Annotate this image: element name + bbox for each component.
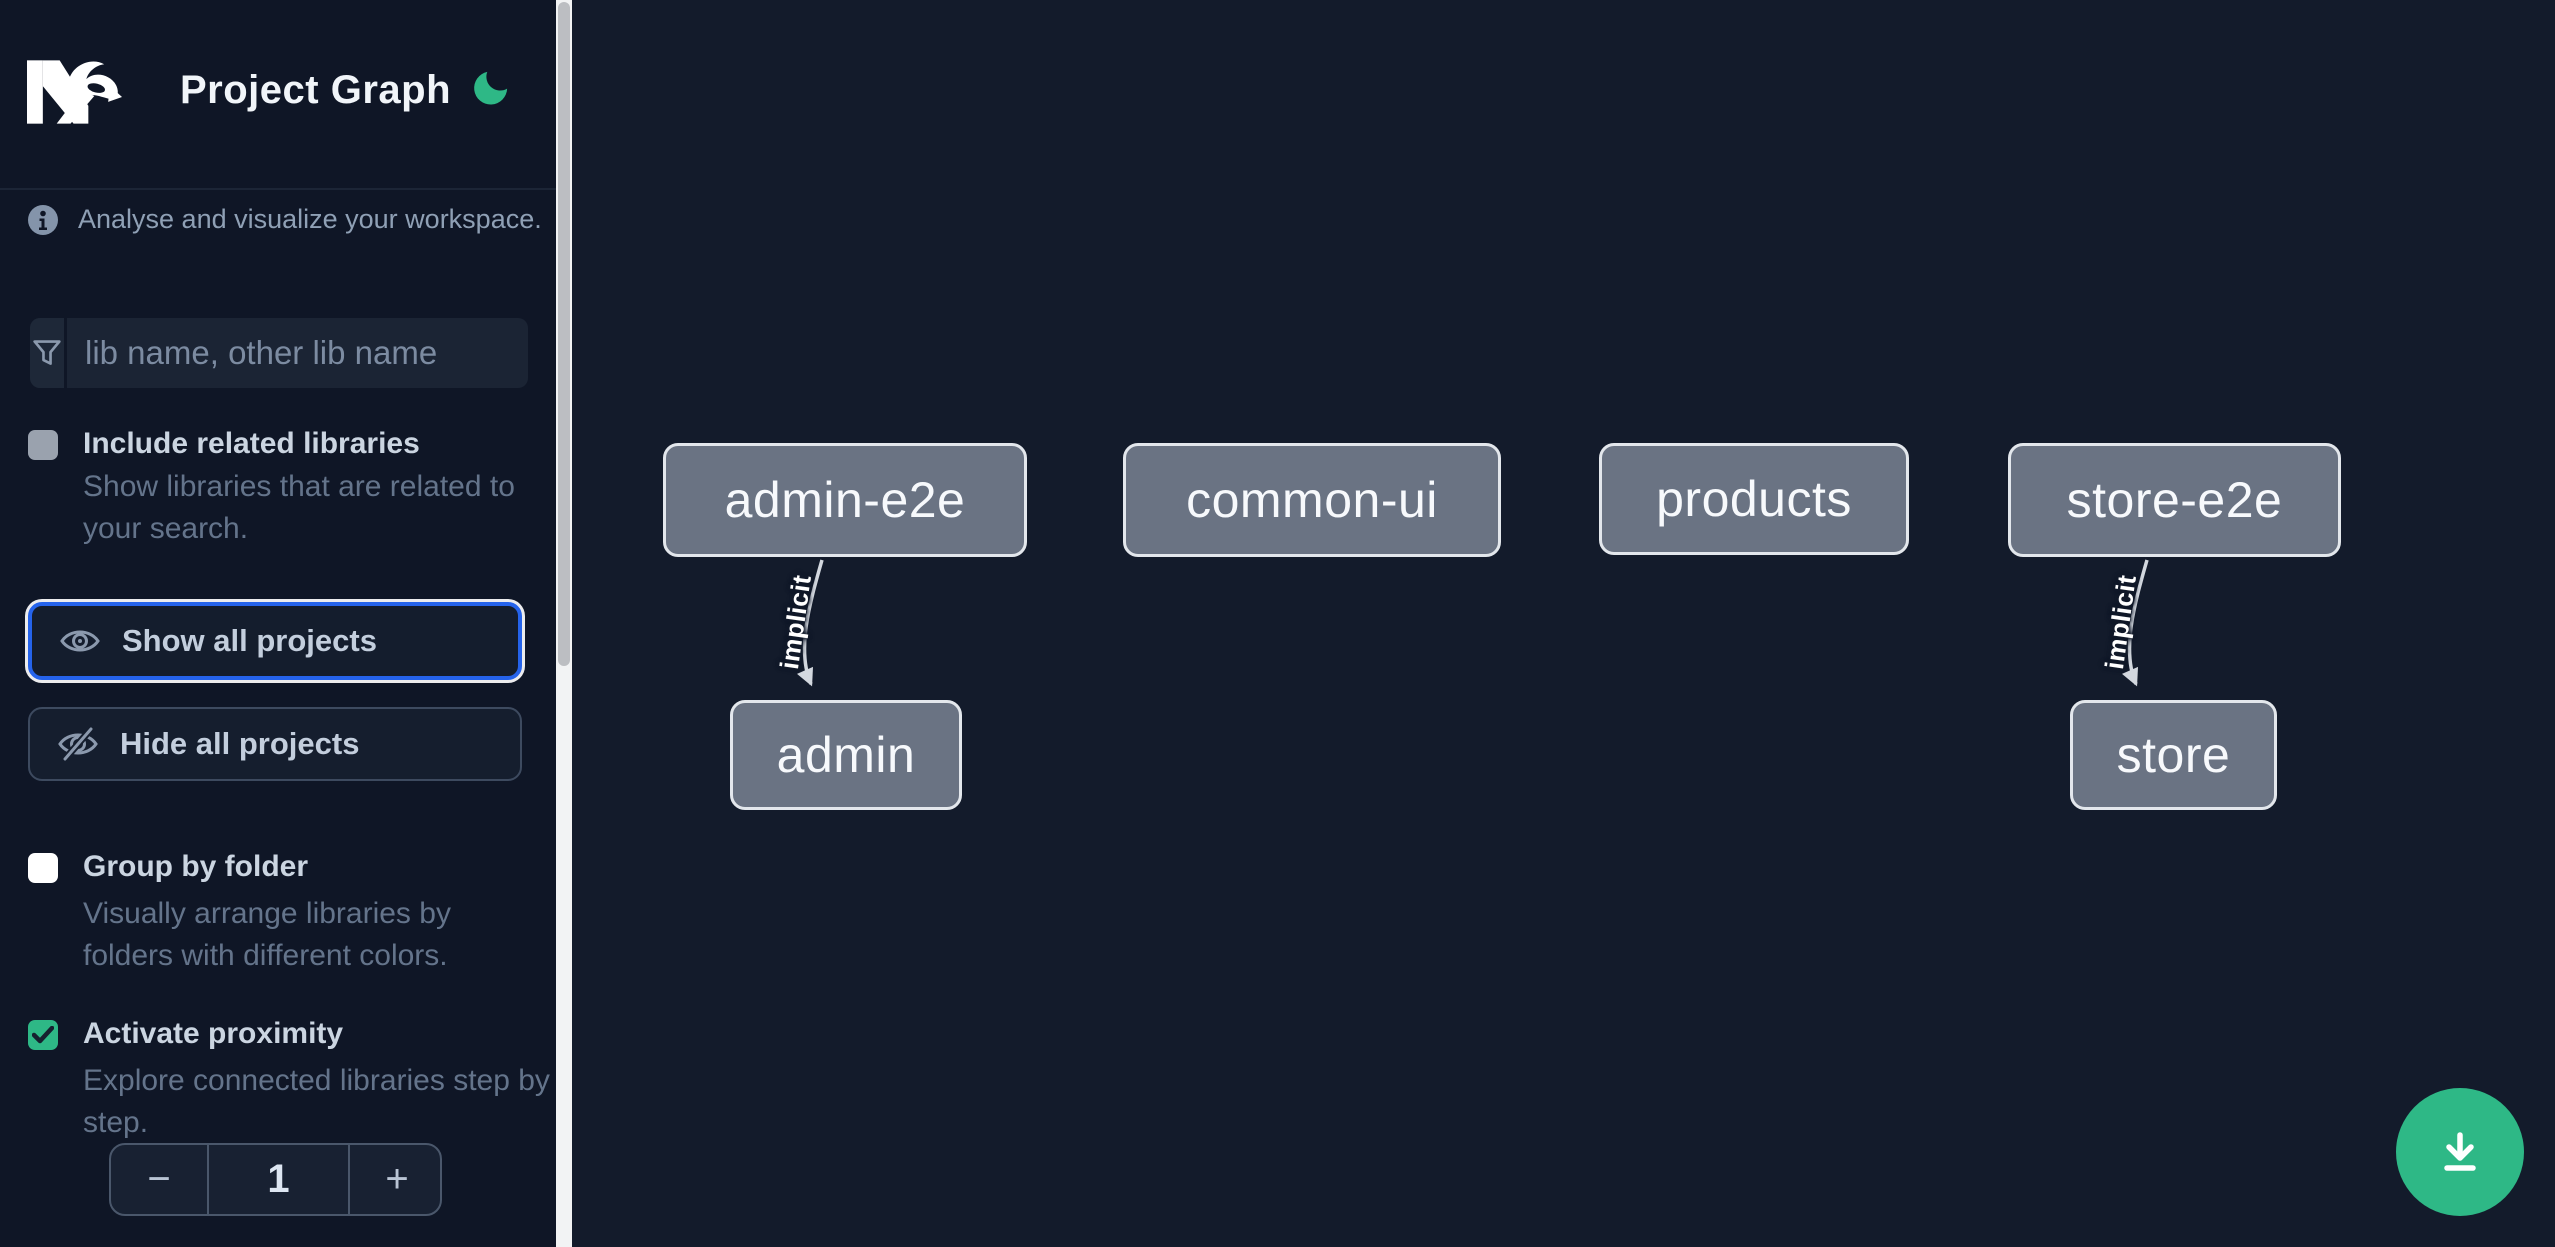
sidebar-scrollbar-track[interactable] — [556, 0, 572, 1247]
group-by-folder-description: Visually arrange libraries by folders wi… — [83, 897, 451, 972]
sidebar-scrollbar-thumb[interactable] — [558, 2, 570, 666]
include-related-description: Show libraries that are related to your … — [83, 470, 515, 545]
hide-all-projects-label: Hide all projects — [120, 726, 360, 761]
include-related-label: Include related libraries — [83, 427, 420, 460]
edge-store-e2e-store — [2121, 559, 2149, 687]
edge-admin-e2e-admin — [796, 559, 824, 687]
moon-icon — [474, 71, 508, 104]
hide-all-projects-button[interactable]: Hide all projects — [28, 707, 522, 781]
check-icon — [32, 1026, 54, 1044]
proximity-decrement-button[interactable]: − — [111, 1145, 209, 1214]
proximity-value: 1 — [267, 1157, 290, 1201]
nx-logo-icon — [27, 60, 122, 124]
include-related-checkbox[interactable] — [28, 430, 58, 460]
funnel-icon — [33, 340, 61, 365]
dependency-edges — [796, 559, 2149, 687]
activate-proximity-checkbox[interactable] — [28, 1020, 58, 1050]
graph-node-admin-e2e[interactable]: admin-e2e — [663, 443, 1027, 557]
sidebar: Project Graph Analyse and visualize your… — [0, 0, 556, 1247]
page-title: Project Graph — [180, 68, 452, 112]
filter-icon-segment — [30, 318, 67, 388]
search-input[interactable] — [67, 318, 528, 388]
graph-node-common-ui[interactable]: common-ui — [1123, 443, 1501, 557]
graph-node-store-e2e[interactable]: store-e2e — [2008, 443, 2341, 557]
activate-proximity-description: Explore connected libraries step by step… — [83, 1064, 550, 1139]
search-filter — [30, 318, 528, 388]
proximity-increment-button[interactable]: + — [348, 1145, 444, 1214]
workspace-tagline: Analyse and visualize your workspace. — [28, 204, 542, 235]
download-graph-button[interactable] — [2396, 1088, 2524, 1216]
activate-proximity-label: Activate proximity — [83, 1017, 344, 1050]
graph-node-products[interactable]: products — [1599, 443, 1909, 555]
group-by-folder-label: Group by folder — [83, 850, 308, 883]
show-all-projects-label: Show all projects — [122, 623, 377, 658]
proximity-stepper: − 1 + — [109, 1143, 442, 1216]
group-by-folder-checkbox[interactable] — [28, 853, 58, 883]
project-graph-canvas[interactable]: implicit implicit admin-e2e common-ui pr… — [572, 0, 2555, 1247]
eye-off-icon — [58, 727, 98, 761]
download-icon — [2444, 1132, 2476, 1171]
info-icon — [28, 204, 58, 235]
sidebar-header: Project Graph — [0, 0, 556, 190]
graph-node-admin[interactable]: admin — [730, 700, 962, 810]
eye-icon — [60, 630, 100, 652]
dark-mode-toggle[interactable] — [464, 66, 512, 114]
tagline-text: Analyse and visualize your workspace. — [78, 204, 542, 234]
graph-node-store[interactable]: store — [2070, 700, 2277, 810]
show-all-projects-button[interactable]: Show all projects — [28, 602, 522, 680]
